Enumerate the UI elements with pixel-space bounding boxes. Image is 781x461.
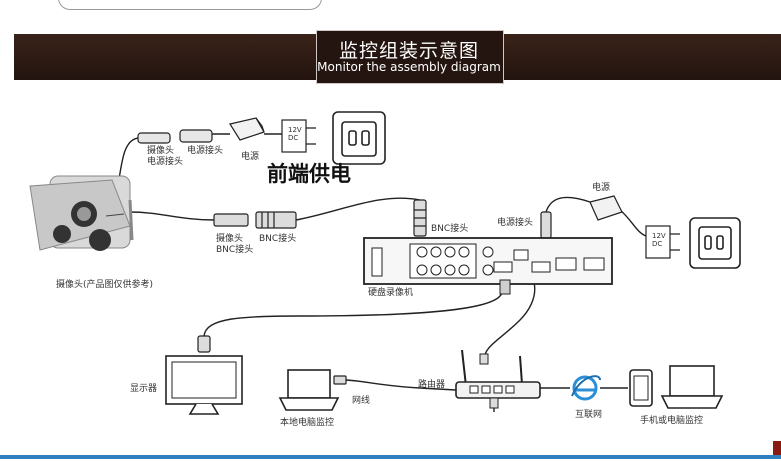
dvr-power-cable — [545, 196, 591, 213]
vga-plug-icon — [197, 335, 211, 353]
bnc-plug-dvr-icon — [413, 199, 427, 237]
label-adapter-rating-right: 12V DC — [652, 232, 666, 248]
banner-title: 监控组装示意图 — [338, 40, 479, 62]
label-adapter-rating-top: 12V DC — [288, 126, 302, 142]
label-power-adapter-right: 电源 — [592, 183, 611, 193]
corner-tab — [773, 441, 781, 455]
label-camera-bnc: 摄像头 BNC接头 — [216, 234, 254, 255]
label-power-connector: 电源接头 — [187, 146, 224, 156]
camera-icon — [29, 175, 134, 251]
front-power-heading: 前端供电 — [267, 161, 351, 186]
label-local-pc: 本地电脑监控 — [280, 418, 335, 428]
dc-adapter-top-icon — [281, 119, 316, 153]
camera-power-plug-icon — [137, 129, 213, 144]
laptop-local-icon — [278, 369, 340, 411]
wall-socket-right-icon — [689, 217, 741, 269]
dvr-icon — [363, 237, 613, 295]
bnc-connector-cam-icon — [213, 211, 297, 229]
dc-adapter-right-icon — [645, 225, 680, 259]
power-adapter-right-icon — [589, 195, 623, 221]
banner-subtitle: Monitor the assembly diagram — [317, 60, 501, 74]
monitor-icon — [165, 355, 243, 415]
label-camera-power-connector: 摄像头 电源接头 — [147, 146, 184, 167]
laptop-remote-icon — [660, 365, 724, 409]
phone-icon — [629, 369, 653, 407]
power-adapter-top-icon — [229, 117, 265, 141]
router-laptop-cable — [343, 379, 457, 391]
label-bnc-connector-cam: BNC接头 — [259, 234, 297, 244]
banner-title-box — [316, 30, 504, 84]
label-dvr: 硬盘录像机 — [368, 288, 414, 298]
network-plug-icon — [333, 375, 347, 385]
bottom-accent-bar — [0, 455, 781, 459]
dvr-power-plug-icon — [540, 211, 552, 239]
label-power-adapter-top: 电源 — [241, 152, 260, 162]
camera-bnc-cable — [129, 211, 215, 221]
label-monitor: 显示器 — [130, 384, 158, 394]
label-remote-devices: 手机或电脑监控 — [640, 416, 704, 426]
label-internet: 互联网 — [575, 410, 603, 420]
label-network-cable: 网线 — [352, 396, 371, 406]
dvr-monitor-cable — [203, 291, 503, 337]
router-icon — [455, 349, 541, 409]
label-camera-caption: 摄像头(产品图仅供参考) — [56, 280, 154, 290]
bnc-to-dvr-cable — [295, 197, 421, 221]
internet-icon — [571, 375, 601, 401]
label-bnc-connector-dvr: BNC接头 — [431, 224, 469, 234]
label-dvr-power-connector: 电源接头 — [497, 218, 534, 228]
adapter-to-right-plug — [619, 209, 647, 237]
wall-socket-top-icon — [332, 111, 386, 165]
label-router: 路由器 — [418, 380, 446, 390]
